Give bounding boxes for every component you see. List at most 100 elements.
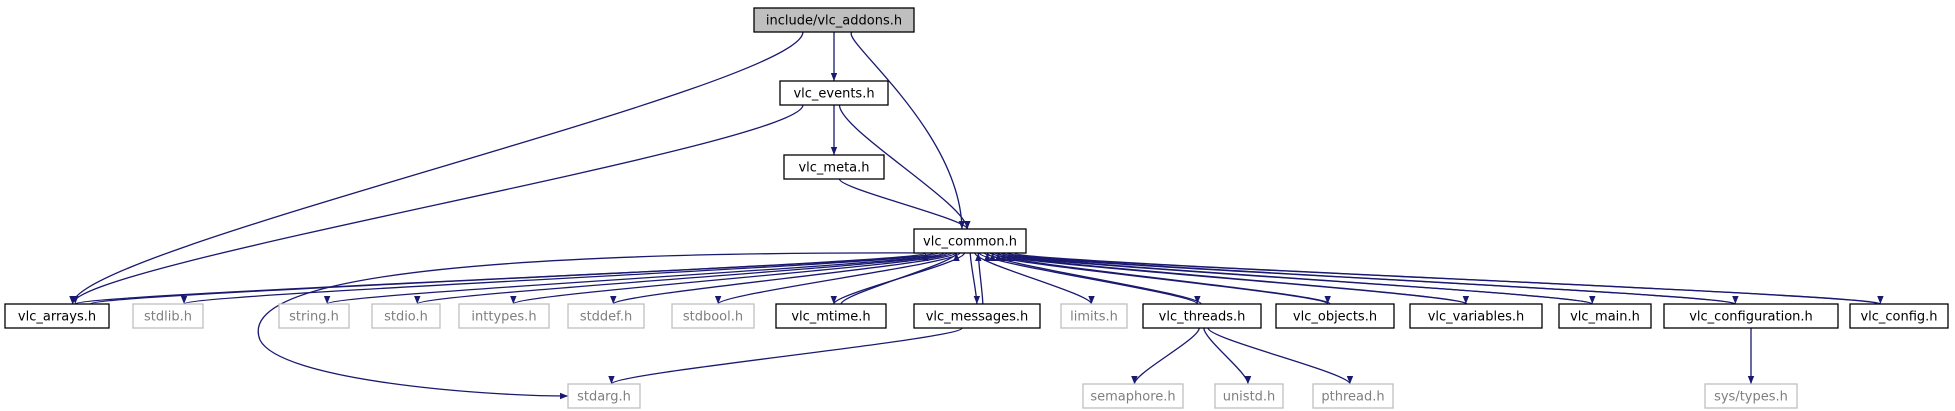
node-label: vlc_common.h	[923, 235, 1017, 250]
node-box	[1409, 303, 1543, 329]
edge-vlc_variables-to-vlc_common	[995, 252, 1468, 305]
node-label: sys/types.h	[1714, 390, 1788, 405]
node-stdarg: stdarg.h	[567, 383, 641, 409]
node-box	[567, 303, 645, 329]
edge-vlc_mtime-to-vlc_common	[840, 252, 960, 305]
node-label: string.h	[289, 310, 339, 325]
node-box	[913, 228, 1027, 254]
edge-vlc_arrays-to-vlc_common	[89, 252, 929, 305]
node-label: vlc_mtime.h	[791, 310, 870, 325]
nodes: include/vlc_addons.h vlc_events.h vlc_meta…	[4, 7, 1949, 409]
edge-vlc_common-to-stdlib	[181, 252, 939, 305]
node-label: vlc_objects.h	[1293, 310, 1377, 325]
node-box	[1704, 383, 1798, 409]
node-label: inttypes.h	[471, 310, 536, 325]
edge-vlc_common-to-vlc_messages	[969, 252, 981, 305]
node-box	[132, 303, 204, 329]
edge-vlc_common-to-stdarg	[257, 252, 956, 400]
edge-vlc_common-to-string	[324, 252, 945, 305]
node-unistd: unistd.h	[1214, 383, 1284, 409]
edge-vlc_main-to-vlc_common	[1000, 252, 1593, 305]
node-stdlib: stdlib.h	[132, 303, 204, 329]
node-inttypes: inttypes.h	[458, 303, 550, 329]
edge-vlc_events-to-vlc_arrays	[69, 104, 804, 305]
edge-vlc_addons-to-vlc_common	[850, 31, 966, 230]
edges	[69, 31, 1883, 400]
node-box	[1849, 303, 1949, 329]
node-box	[913, 303, 1041, 329]
node-box	[779, 80, 889, 106]
node-vlc-config[interactable]: vlc_config.h	[1849, 303, 1949, 329]
node-vlc-threads[interactable]: vlc_threads.h	[1142, 303, 1262, 329]
node-semaphore: semaphore.h	[1082, 383, 1184, 409]
node-label: vlc_config.h	[1860, 310, 1937, 325]
node-vlc-arrays[interactable]: vlc_arrays.h	[4, 303, 110, 329]
node-label: vlc_arrays.h	[18, 310, 96, 325]
edge-vlc_meta-to-vlc_common	[838, 178, 971, 230]
node-label: vlc_variables.h	[1428, 310, 1525, 325]
node-box	[1558, 303, 1652, 329]
node-pthread: pthread.h	[1312, 383, 1394, 409]
node-vlc-common[interactable]: vlc_common.h	[913, 228, 1027, 254]
node-vlc-main[interactable]: vlc_main.h	[1558, 303, 1652, 329]
node-box	[1142, 303, 1262, 329]
node-label: stdio.h	[384, 310, 428, 325]
node-box	[1082, 383, 1184, 409]
node-stdbool: stdbool.h	[671, 303, 755, 329]
node-box	[458, 303, 550, 329]
node-label: stdlib.h	[144, 310, 192, 325]
edge-vlc_config-to-vlc_common	[1012, 252, 1878, 305]
node-label: limits.h	[1070, 310, 1118, 325]
node-label: vlc_configuration.h	[1689, 310, 1813, 325]
node-string: string.h	[278, 303, 350, 329]
edge-vlc_configuration-to-vlc_common	[1006, 252, 1735, 305]
edge-vlc_messages-to-vlc_common	[975, 252, 984, 305]
node-label: vlc_main.h	[1570, 310, 1640, 325]
node-box	[1275, 303, 1395, 329]
node-vlc-events[interactable]: vlc_events.h	[779, 80, 889, 106]
node-box	[783, 154, 885, 180]
node-label: include/vlc_addons.h	[766, 14, 902, 29]
node-vlc-variables[interactable]: vlc_variables.h	[1409, 303, 1543, 329]
edge-vlc_common-to-stdio	[414, 252, 949, 305]
node-label: stddef.h	[580, 310, 632, 325]
node-label: vlc_threads.h	[1159, 310, 1246, 325]
edge-vlc_common-to-inttypes	[510, 252, 953, 305]
node-vlc-meta[interactable]: vlc_meta.h	[783, 154, 885, 180]
node-vlc-mtime[interactable]: vlc_mtime.h	[775, 303, 887, 329]
node-box	[567, 383, 641, 409]
node-label: vlc_meta.h	[798, 161, 869, 176]
node-vlc-objects[interactable]: vlc_objects.h	[1275, 303, 1395, 329]
edge-vlc_common-to-stdbool	[715, 252, 961, 305]
node-box	[1214, 383, 1284, 409]
node-box	[278, 303, 350, 329]
node-vlc-messages[interactable]: vlc_messages.h	[913, 303, 1041, 329]
node-vlc-addons[interactable]: include/vlc_addons.h	[753, 7, 915, 33]
edge-vlc_threads-to-unistd	[1203, 327, 1252, 385]
node-label: stdbool.h	[683, 310, 743, 325]
edge-vlc_threads-to-semaphore	[1131, 327, 1200, 385]
node-stdio: stdio.h	[371, 303, 441, 329]
edge-vlc_addons-to-vlc_arrays	[69, 31, 804, 305]
node-vlc-configuration[interactable]: vlc_configuration.h	[1663, 303, 1839, 329]
node-box	[1060, 303, 1128, 329]
node-box	[4, 303, 110, 329]
node-sys-types: sys/types.h	[1704, 383, 1798, 409]
node-box	[671, 303, 755, 329]
node-limits: limits.h	[1060, 303, 1128, 329]
node-box	[1312, 383, 1394, 409]
node-stddef: stddef.h	[567, 303, 645, 329]
node-label: semaphore.h	[1090, 390, 1175, 405]
node-label: vlc_messages.h	[926, 310, 1029, 325]
node-box	[753, 7, 915, 33]
node-label: pthread.h	[1321, 390, 1384, 405]
node-label: unistd.h	[1223, 390, 1276, 405]
node-label: vlc_events.h	[793, 87, 874, 102]
edge-vlc_messages-to-stdarg	[608, 327, 963, 385]
node-label: stdarg.h	[577, 390, 631, 405]
node-box	[1663, 303, 1839, 329]
edge-vlc_common-to-stddef	[610, 252, 957, 305]
node-box	[775, 303, 887, 329]
edge-vlc_events-to-vlc_common	[838, 104, 971, 230]
